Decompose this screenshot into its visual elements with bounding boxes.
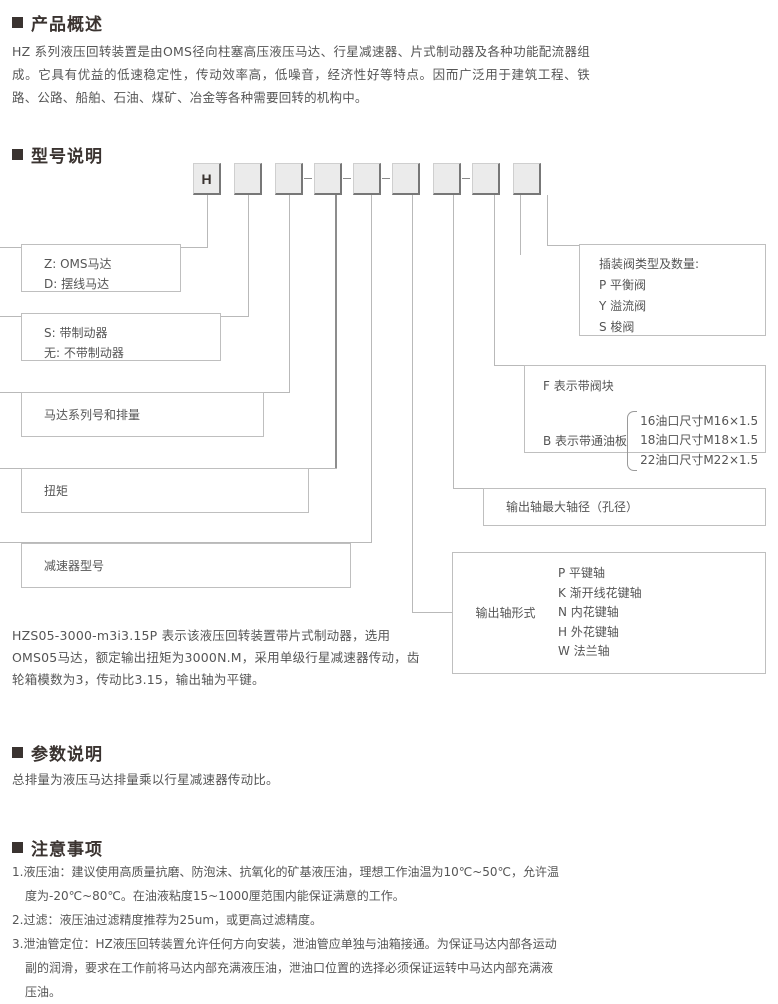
callout-brake: S: 带制动器 无: 不带制动器 [21, 313, 221, 361]
callout-reducer-model: 减速器型号 [21, 543, 351, 588]
callout-torque-line1: 扭矩 [44, 483, 69, 498]
heading-square-marker [12, 747, 23, 758]
code-box-9 [513, 163, 541, 195]
notice-1-line2: 度为-20℃~80℃。在油液粘度15~1000厘范围内能保证满意的工作。 [25, 889, 405, 903]
code-box-6 [392, 163, 420, 195]
notice-1-line1: 1.液压油：建议使用高质量抗磨、防泡沫、抗氧化的矿基液压油，理想工作油温为10℃… [12, 865, 559, 879]
section-heading-overview: 产品概述 [12, 10, 103, 35]
notice-3-line3: 压油。 [25, 985, 62, 999]
leader-v-box10 [547, 195, 548, 246]
overview-paragraph: HZ 系列液压回转装置是由OMS径向柱塞高压液压马达、行星减速器、片式制动器及各… [12, 44, 590, 105]
code-box-2 [234, 163, 262, 195]
callout-cartridge-valve-line2: P 平衡阀 [599, 278, 647, 292]
params-paragraph: 总排量为液压马达排量乘以行星减速器传动比。 [12, 772, 279, 787]
code-separator-2 [343, 178, 351, 179]
callout-shaft-diameter: 输出轴最大轴径（孔径） [483, 488, 766, 526]
leader-v-box9 [520, 195, 521, 255]
leader-h-box7 [453, 488, 483, 489]
code-separator-3 [382, 178, 390, 179]
brace-icon [627, 411, 638, 471]
notice-2-line1: 2.过滤：液压油过滤精度推荐为25um，或更高过滤精度。 [12, 913, 323, 927]
callout-cartridge-valve-line1: 插装阀类型及数量: [599, 257, 700, 271]
leader-v-box5 [371, 195, 372, 543]
callout-valve-block-line1: F 表示带阀块 [543, 379, 614, 393]
callout-cartridge-valve-line4: S 梭阀 [599, 320, 635, 334]
notice-3-line2: 副的润滑，要求在工作前将马达内部充满液压油，泄油口位置的选择必须保证运转中马达内… [25, 961, 554, 975]
heading-square-marker [12, 149, 23, 160]
code-separator-4 [462, 178, 470, 179]
leader-v-box8 [494, 195, 495, 366]
leader-h-box8 [494, 365, 525, 366]
section-title-params: 参数说明 [31, 745, 103, 765]
callout-valve-block: F 表示带阀块 B 表示带通油板 16油口尺寸M16×1.5 18油口尺寸M18… [524, 365, 766, 471]
code-box-1: H [193, 163, 221, 195]
leader-v-box4 [335, 195, 337, 469]
callout-shaft-form: 输出轴形式 P 平键轴 K 渐开线花键轴 N 内花键轴 H 外花键轴 W 法兰轴 [452, 552, 766, 674]
callout-motor-type: Z: OMS马达 D: 摆线马达 [21, 244, 181, 292]
section-title-model: 型号说明 [31, 147, 103, 167]
section-heading-model: 型号说明 [12, 142, 103, 167]
callout-brake-line1: S: 带制动器 [44, 326, 108, 340]
leader-h-box10 [547, 245, 580, 246]
leader-v-box3 [289, 195, 290, 393]
code-box-7 [433, 163, 461, 195]
callout-shaft-form-opt3: N 内花键轴 [558, 605, 619, 620]
section-heading-notice: 注意事项 [12, 835, 103, 860]
callout-shaft-form-opt5: W 法兰轴 [558, 644, 610, 659]
callout-motor-series: 马达系列号和排量 [21, 392, 264, 437]
callout-shaft-form-opt4: H 外花键轴 [558, 624, 619, 639]
code-box-3 [275, 163, 303, 195]
heading-square-marker [12, 842, 23, 853]
code-separator-1 [304, 178, 312, 179]
leader-v-box7 [453, 195, 454, 489]
callout-motor-series-line1: 马达系列号和排量 [44, 407, 141, 422]
callout-shaft-form-opt2: K 渐开线花键轴 [558, 585, 642, 600]
callout-shaft-form-opt1: P 平键轴 [558, 566, 606, 581]
callout-cartridge-valve: 插装阀类型及数量: P 平衡阀 Y 溢流阀 S 梭阀 [579, 244, 766, 336]
heading-square-marker [12, 17, 23, 28]
model-example-paragraph: HZS05-3000-m3i3.15P 表示该液压回转装置带片式制动器，选用OM… [12, 628, 420, 687]
callout-shaft-form-label: 输出轴形式 [475, 606, 536, 620]
callout-reducer-model-line1: 减速器型号 [44, 558, 105, 573]
section-title-notice: 注意事项 [31, 840, 103, 860]
callout-valve-block-opt3: 22油口尺寸M22×1.5 [640, 452, 759, 467]
leader-v-box2 [248, 195, 249, 317]
leader-h-box5 [0, 542, 372, 543]
callout-cartridge-valve-line3: Y 溢流阀 [599, 299, 647, 313]
callout-valve-block-opt2: 18油口尺寸M18×1.5 [640, 433, 759, 448]
code-box-5 [353, 163, 381, 195]
code-box-4 [314, 163, 342, 195]
callout-shaft-diameter-line1: 输出轴最大轴径（孔径） [506, 500, 639, 514]
notice-list: 1.液压油：建议使用高质量抗磨、防泡沫、抗氧化的矿基液压油，理想工作油温为10℃… [12, 860, 612, 1004]
callout-torque: 扭矩 [21, 468, 309, 513]
leader-v-box6 [412, 195, 413, 613]
leader-v-box1 [207, 195, 208, 248]
leader-h-box6 [412, 612, 452, 613]
notice-3-line1: 3.泄油管定位：HZ液压回转装置允许任何方向安装，泄油管应单独与油箱接通。为保证… [12, 937, 557, 951]
callout-valve-block-line2: B 表示带通油板 [543, 434, 628, 448]
section-title-overview: 产品概述 [31, 15, 103, 35]
callout-motor-type-line2: D: 摆线马达 [44, 277, 110, 291]
callout-brake-line2: 无: 不带制动器 [44, 346, 124, 360]
code-box-8 [472, 163, 500, 195]
section-heading-params: 参数说明 [12, 740, 103, 765]
callout-valve-block-opt1: 16油口尺寸M16×1.5 [640, 413, 759, 428]
callout-motor-type-line1: Z: OMS马达 [44, 257, 112, 271]
